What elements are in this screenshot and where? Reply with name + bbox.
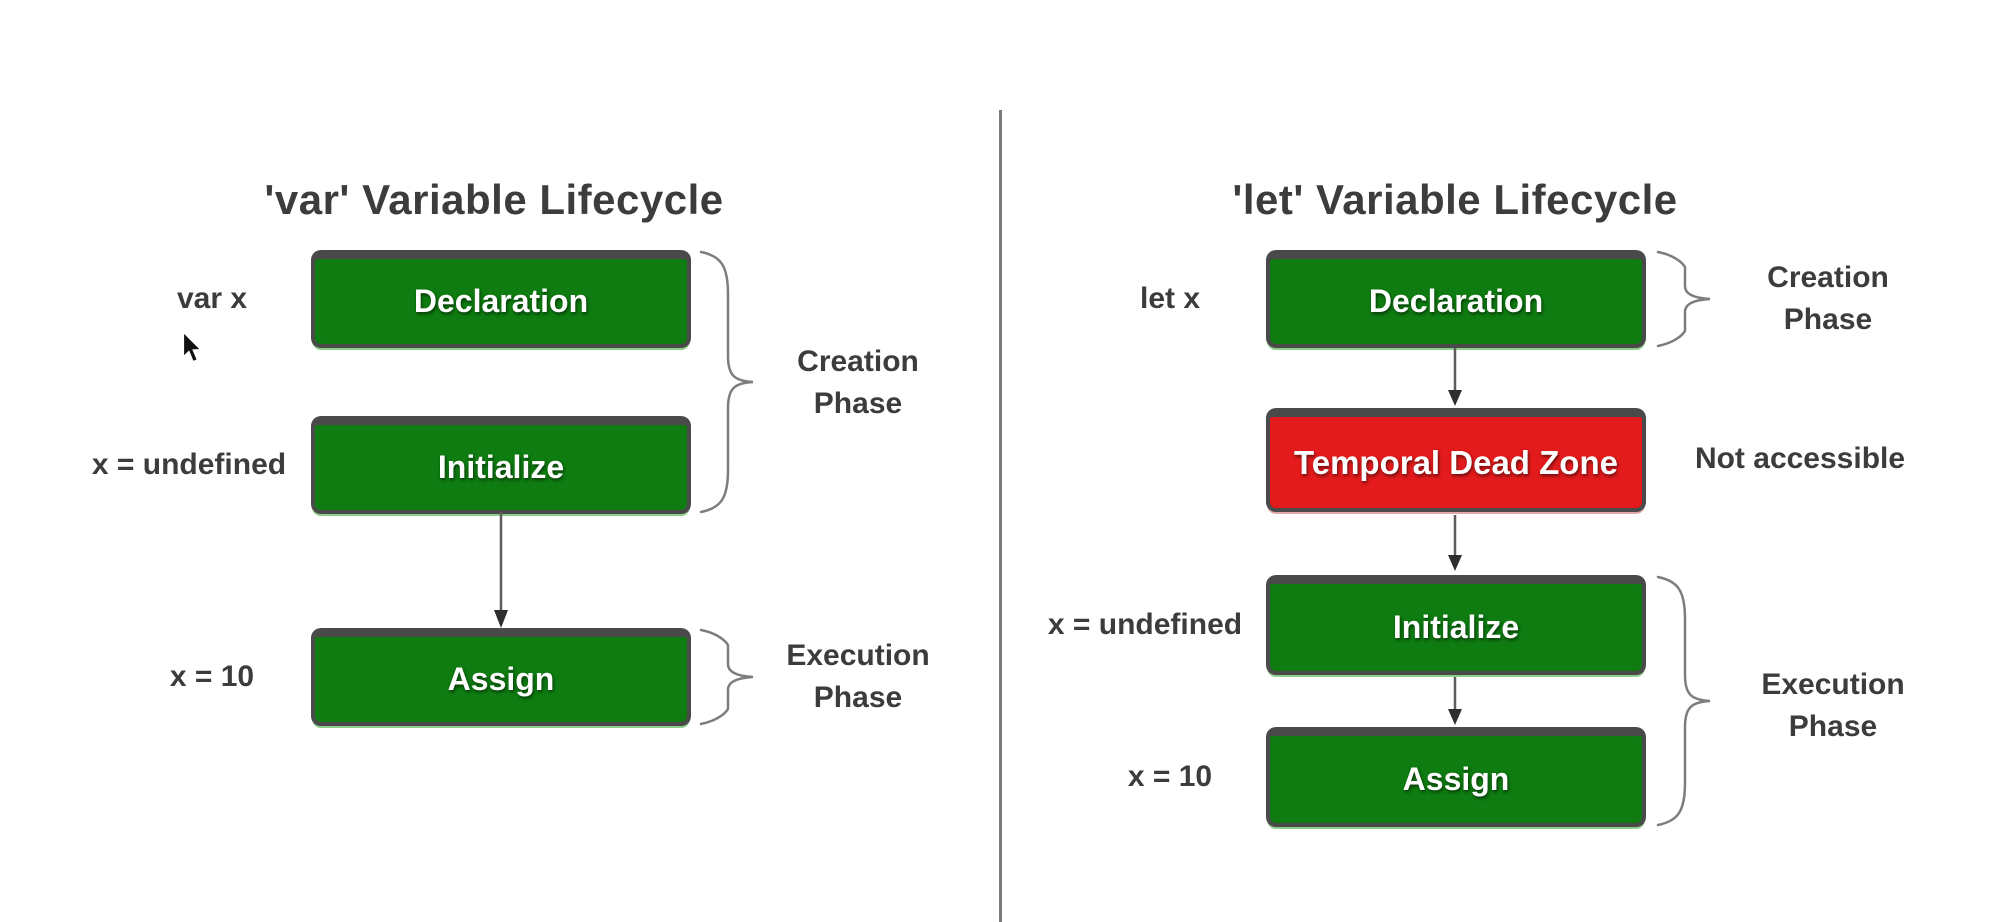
let-x-undefined-label: x = undefined xyxy=(1047,608,1243,641)
let-declaration-box: Declaration xyxy=(1266,250,1646,348)
let-panel-title: 'let' Variable Lifecycle xyxy=(1232,176,1678,223)
let-assign-box-label: Assign xyxy=(1402,761,1510,797)
let-execution-phase-label: Execution Phase xyxy=(1761,668,1905,743)
var-initialize-box-label: Initialize xyxy=(437,449,565,485)
curly-brace xyxy=(1656,575,1711,827)
let-declaration-box-label: Declaration xyxy=(1368,283,1544,319)
curly-brace xyxy=(699,628,754,726)
var-x-10-label: x = 10 xyxy=(169,660,255,693)
var-panel-title: 'var' Variable Lifecycle xyxy=(264,176,724,223)
let-x-label: let x xyxy=(1139,282,1201,315)
mouse-cursor-icon xyxy=(182,331,202,363)
let-assign-box: Assign xyxy=(1266,727,1646,827)
down-arrow-icon xyxy=(1448,677,1462,725)
not-accessible-label: Not accessible xyxy=(1694,442,1906,475)
var-creation-phase-label: Creation Phase xyxy=(797,345,919,420)
var-x-undefined-label: x = undefined xyxy=(91,448,287,481)
let-creation-phase-label: Creation Phase xyxy=(1767,261,1889,336)
divider-line xyxy=(999,110,1002,922)
let-initialize-box: Initialize xyxy=(1266,575,1646,675)
let-x-10-label: x = 10 xyxy=(1127,760,1213,793)
var-execution-phase-label: Execution Phase xyxy=(786,639,930,714)
temporal-dead-zone-box: Temporal Dead Zone xyxy=(1266,408,1646,512)
var-declaration-box: Declaration xyxy=(311,250,691,348)
var-assign-box-label: Assign xyxy=(447,661,555,697)
var-declaration-box-label: Declaration xyxy=(413,283,589,319)
curly-brace xyxy=(699,250,754,514)
down-arrow-icon xyxy=(494,512,508,628)
var-x-label: var x xyxy=(176,282,248,315)
let-initialize-box-label: Initialize xyxy=(1392,609,1520,645)
down-arrow-icon xyxy=(1448,515,1462,571)
temporal-dead-zone-box-label: Temporal Dead Zone xyxy=(1294,443,1618,481)
var-assign-box: Assign xyxy=(311,628,691,726)
curly-brace xyxy=(1656,250,1711,348)
down-arrow-icon xyxy=(1448,348,1462,406)
var-initialize-box: Initialize xyxy=(311,416,691,514)
